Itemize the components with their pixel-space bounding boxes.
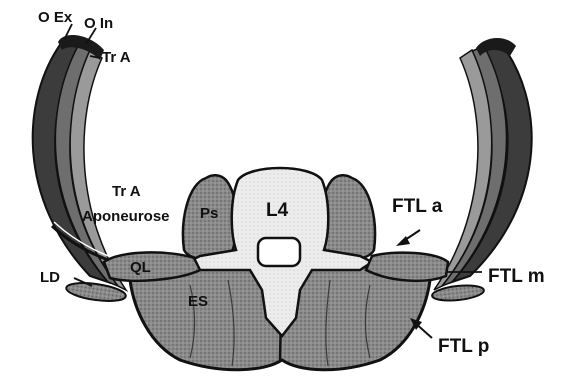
label-latissimus-dorsi: LD	[40, 269, 60, 286]
label-ftl-anterior: FTL a	[392, 196, 443, 217]
label-ftl-middle: FTL m	[488, 266, 545, 287]
label-internal-oblique: O In	[84, 15, 113, 32]
label-erector-spinae: ES	[188, 293, 208, 310]
label-external-oblique: O Ex	[38, 9, 73, 26]
label-psoas: Ps	[200, 205, 218, 222]
label-tra-aponeurosis-line2: Aponeurose	[82, 208, 170, 225]
left-abdominal-wall	[33, 35, 128, 290]
vertebral-canal	[258, 238, 300, 266]
label-l4: L4	[266, 200, 289, 221]
right-abdominal-wall	[434, 38, 532, 290]
label-transversus-top: Tr A	[102, 49, 131, 66]
label-ftl-posterior: FTL p	[438, 336, 489, 357]
label-tra-aponeurosis-line1: Tr A	[112, 183, 141, 200]
label-quadratus-lumborum: QL	[130, 259, 151, 276]
